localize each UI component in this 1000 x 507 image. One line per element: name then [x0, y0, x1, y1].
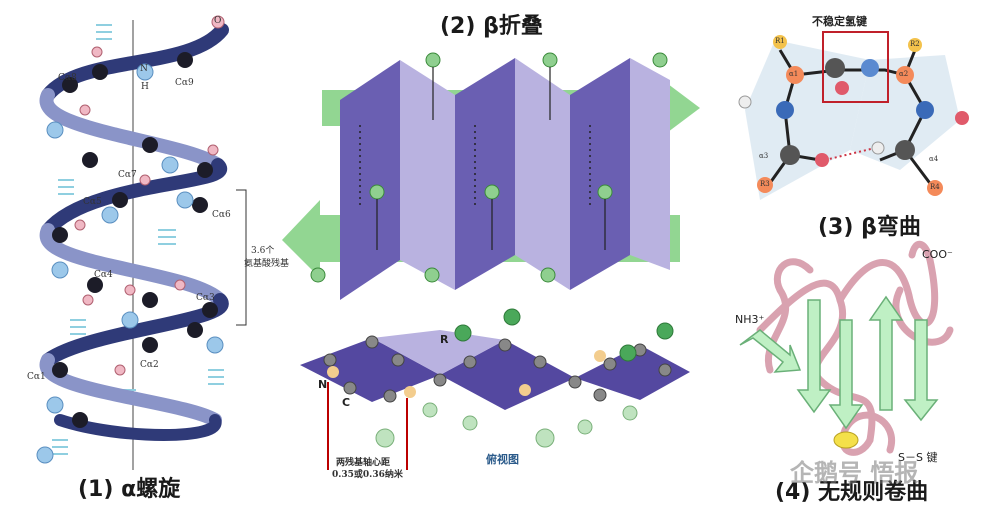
- caption-alpha-helix: (1) α螺旋: [78, 477, 181, 502]
- turn-alpha3: α3: [759, 152, 769, 160]
- ca-label-5: Cα5: [83, 197, 102, 207]
- disulfide-atoms: [833, 431, 859, 449]
- beta-sheet-figure: [282, 52, 700, 470]
- caption-beta-sheet: (2) β折叠: [440, 14, 543, 39]
- ca-label-9: Cα9: [175, 78, 194, 88]
- ca-label-1: Cα1: [27, 372, 46, 382]
- sheet-bonds: [376, 67, 606, 250]
- ca-label-4: Cα4: [94, 270, 113, 280]
- residues-label-2: 氨基酸残基: [244, 259, 290, 269]
- ca-label-8: Cα8: [58, 73, 77, 83]
- turn-alpha1: α1: [789, 70, 799, 78]
- unstable-hbond-box: [822, 31, 889, 103]
- sheet-top-view: [300, 308, 690, 470]
- unstable-hbond-title: 不稳定氢键: [812, 15, 867, 28]
- turn-r2: R2: [910, 40, 920, 48]
- alpha-helix-figure: [36, 15, 247, 470]
- beta-turn-figure: [738, 31, 969, 200]
- sheet-pleats: [340, 58, 670, 300]
- n-terminus-label: NH3⁺: [735, 313, 765, 326]
- watermark-text: 企鹅号 悟报: [790, 459, 919, 487]
- turn-atoms: [738, 35, 969, 196]
- disulfide-bond-label: S－S 键: [898, 451, 938, 464]
- distance-label-2: 0.35或0.36纳米: [332, 470, 403, 480]
- turn-alpha2: α2: [899, 70, 909, 78]
- helix-atoms: [36, 15, 225, 464]
- ca-label-7: Cα7: [118, 170, 137, 180]
- coil-arrows: [739, 295, 939, 430]
- residues-label-1: 3.6个: [251, 246, 275, 256]
- hbond-dashes: [52, 24, 224, 455]
- random-coil-figure: [739, 240, 954, 456]
- helix-h-label: H: [141, 82, 149, 92]
- sheet-r-label: R: [440, 333, 449, 346]
- distance-label-1: 两残基轴心距: [336, 458, 391, 468]
- turn-r1: R1: [775, 37, 785, 45]
- sheet-n-label: N: [318, 378, 328, 391]
- turn-r3: R3: [760, 180, 770, 188]
- sheet-hbonds: [359, 125, 591, 205]
- caption-beta-turn: (3) β弯曲: [818, 215, 921, 240]
- c-terminus-label: COO⁻: [922, 248, 953, 261]
- residue-bracket: [236, 189, 247, 326]
- ca-label-3: Cα3: [196, 293, 215, 303]
- top-view-label: 俯视图: [486, 453, 519, 466]
- caption-random-coil: (4) 无规则卷曲: [775, 480, 929, 505]
- sheet-c-label: C: [342, 396, 351, 409]
- ca-label-2: Cα2: [140, 360, 159, 370]
- turn-r4: R4: [930, 183, 940, 191]
- helix-n-label: N: [140, 64, 148, 74]
- turn-alpha4: α4: [929, 155, 939, 163]
- helix-o-label: O: [214, 16, 222, 26]
- ca-label-6: Cα6: [212, 210, 231, 220]
